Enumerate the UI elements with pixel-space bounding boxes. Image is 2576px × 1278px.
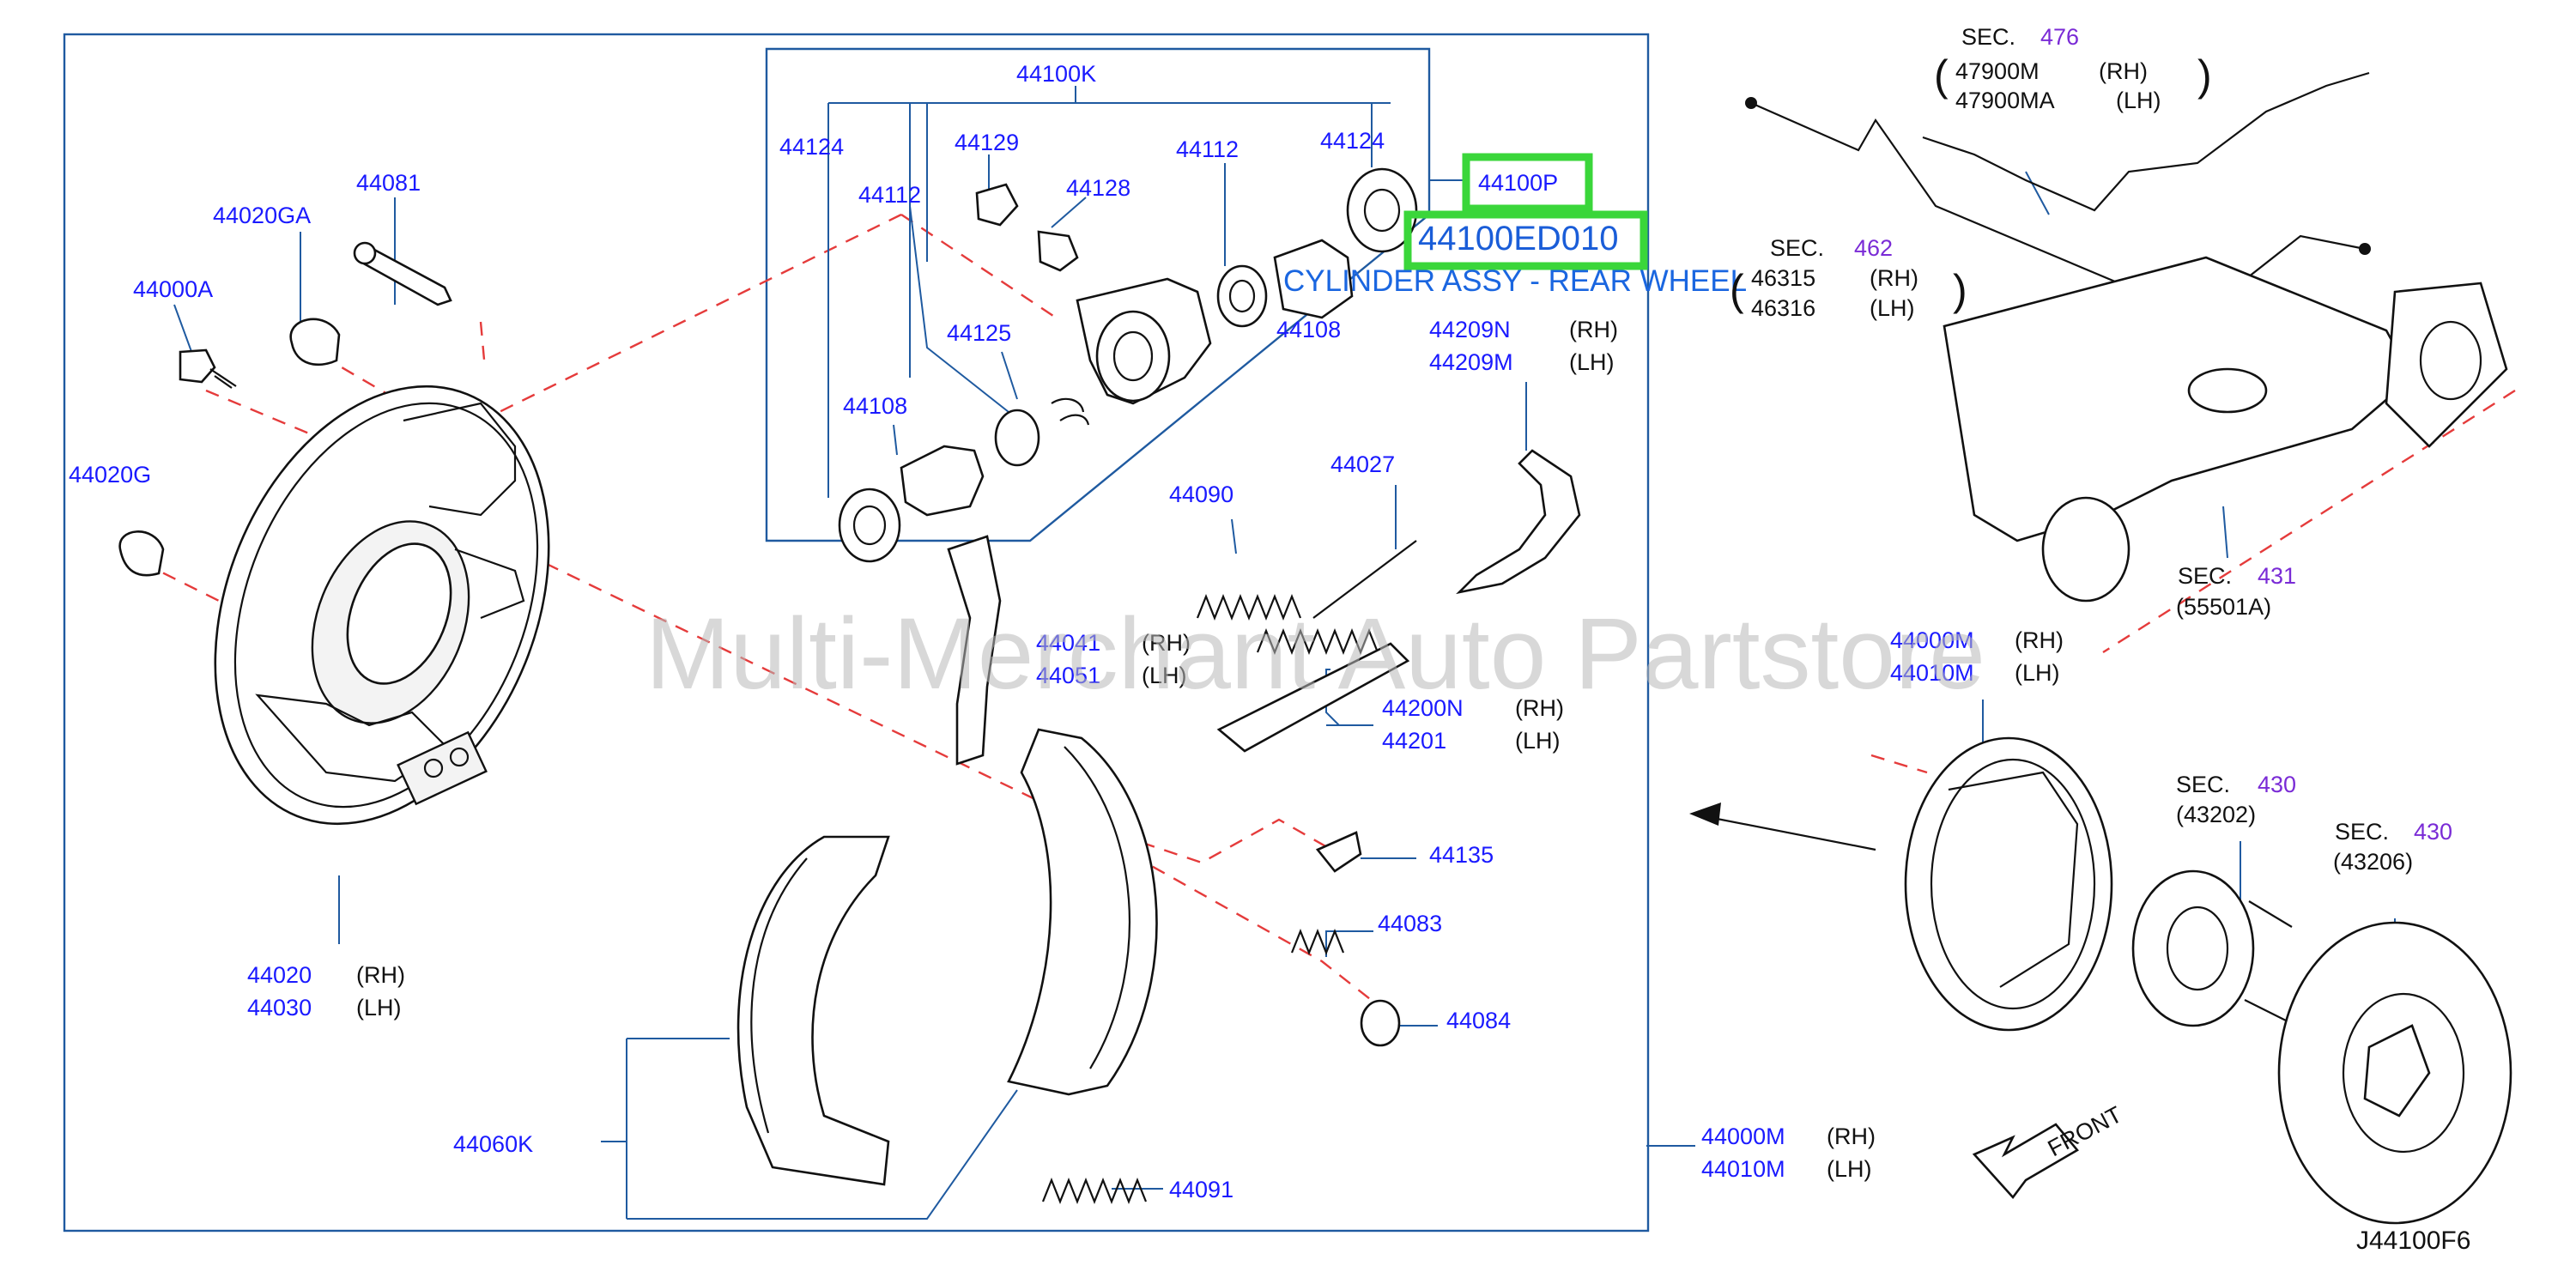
label-44124-a: 44124 xyxy=(779,134,844,160)
label-46315: 46315 xyxy=(1751,265,1815,291)
front-label: FRONT xyxy=(2044,1101,2126,1161)
label-44000A: 44000A xyxy=(133,276,213,302)
side-44010M-outer: (LH) xyxy=(1827,1156,1872,1182)
label-55501A: (55501A) xyxy=(2176,594,2271,620)
diagram-code: J44100F6 xyxy=(2356,1227,2470,1255)
label-44081: 44081 xyxy=(356,170,421,196)
label-44128: 44128 xyxy=(1066,175,1130,201)
label-44209M: 44209M xyxy=(1429,349,1513,375)
label-44124-b: 44124 xyxy=(1320,128,1385,154)
label-44051: 44051 xyxy=(1036,663,1100,688)
side-47900M: (RH) xyxy=(2099,58,2148,84)
side-47900MA: (LH) xyxy=(2116,88,2161,113)
side-44201: (LH) xyxy=(1515,728,1561,754)
wheel-cylinder-parts xyxy=(838,167,1418,563)
label-47900M: 47900M xyxy=(1955,58,2040,84)
label-44201: 44201 xyxy=(1382,728,1446,754)
side-44030: (LH) xyxy=(356,995,402,1021)
cylinder-kit-frame xyxy=(765,47,1431,542)
sec-462-number: 462 xyxy=(1854,235,1893,261)
label-44090: 44090 xyxy=(1169,482,1233,507)
sec-476-label: SEC. xyxy=(1961,24,2015,50)
label-44084: 44084 xyxy=(1446,1008,1511,1033)
sec-476-number: 476 xyxy=(2040,24,2079,50)
label-44020: 44020 xyxy=(247,962,312,988)
bracket-close-462: ) xyxy=(1953,266,1967,314)
sec-430-a-label: SEC. xyxy=(2176,772,2230,797)
label-44020GA: 44020GA xyxy=(213,203,311,228)
label-44125: 44125 xyxy=(947,320,1011,346)
label-43206: (43206) xyxy=(2333,849,2413,875)
label-44027: 44027 xyxy=(1330,451,1395,477)
side-44020: (RH) xyxy=(356,962,405,988)
sec-430-b-number: 430 xyxy=(2414,819,2452,845)
brake-shoes-44060K xyxy=(736,728,1158,1186)
backing-plate-44020 xyxy=(214,385,550,826)
label-43202: (43202) xyxy=(2176,802,2256,827)
label-44083: 44083 xyxy=(1378,911,1442,936)
assembly-dash-lines xyxy=(141,213,2516,1009)
side-44200N: (RH) xyxy=(1515,695,1564,721)
side-44000M-inner: (RH) xyxy=(2015,627,2064,653)
label-44108-b: 44108 xyxy=(1276,317,1341,342)
sec-431-label: SEC. xyxy=(2178,563,2232,589)
label-44020G: 44020G xyxy=(69,462,151,488)
sec-431-number: 431 xyxy=(2258,563,2296,589)
highlight-part-description: CYLINDER ASSY - REAR WHEEL xyxy=(1283,264,1747,298)
sec-430-a-number: 430 xyxy=(2258,772,2296,797)
front-arrow xyxy=(1972,1123,2079,1200)
label-44129: 44129 xyxy=(955,130,1019,155)
label-44010M-inner: 44010M xyxy=(1890,660,1974,686)
label-44100K: 44100K xyxy=(1016,61,1096,87)
side-44041: (RH) xyxy=(1142,630,1191,656)
side-44209N: (RH) xyxy=(1569,317,1618,342)
label-44108-a: 44108 xyxy=(843,393,907,419)
watermark: Multi-Merchant Auto Partstore xyxy=(646,597,1985,711)
leader-lines xyxy=(173,86,2396,1220)
label-44112-a: 44112 xyxy=(858,182,921,208)
side-44000M-outer: (RH) xyxy=(1827,1124,1876,1149)
bracket-open-476: ( xyxy=(1934,51,1949,100)
label-44000M-outer: 44000M xyxy=(1701,1124,1785,1149)
side-44051: (LH) xyxy=(1142,663,1187,688)
label-44200N: 44200N xyxy=(1382,695,1464,721)
label-44000M-inner: 44000M xyxy=(1890,627,1974,653)
label-46316: 46316 xyxy=(1751,295,1815,321)
label-44091: 44091 xyxy=(1169,1177,1233,1202)
highlight-part-box xyxy=(1462,153,1593,213)
springs-and-levers xyxy=(947,449,1581,1204)
axle-and-hoses xyxy=(1745,71,2508,603)
side-46316: (LH) xyxy=(1870,295,1915,321)
highlight-part-number: 44100ED010 xyxy=(1418,220,1619,257)
diagram-main-frame xyxy=(63,33,1650,1233)
side-44010M-inner: (LH) xyxy=(2015,660,2060,686)
sec-430-b-label: SEC. xyxy=(2335,819,2389,845)
label-44060K: 44060K xyxy=(453,1131,533,1157)
bracket-open-462: ( xyxy=(1730,266,1744,314)
label-44030: 44030 xyxy=(247,995,312,1021)
label-44041: 44041 xyxy=(1036,630,1100,656)
label-44209N: 44209N xyxy=(1429,317,1511,342)
side-46315: (RH) xyxy=(1870,265,1918,291)
label-44112-b: 44112 xyxy=(1176,136,1239,162)
highlight-part-box-label: 44100P xyxy=(1478,170,1558,196)
drum-brake-assembly-right xyxy=(1689,736,2512,1225)
highlight-part-number-box xyxy=(1403,210,1648,270)
fasteners-left xyxy=(118,241,452,577)
bracket-close-476: ) xyxy=(2197,51,2212,100)
side-44209M: (LH) xyxy=(1569,349,1615,375)
label-44135: 44135 xyxy=(1429,842,1494,868)
sec-462-label: SEC. xyxy=(1770,235,1824,261)
label-44010M-outer: 44010M xyxy=(1701,1156,1785,1182)
label-47900MA: 47900MA xyxy=(1955,88,2055,113)
